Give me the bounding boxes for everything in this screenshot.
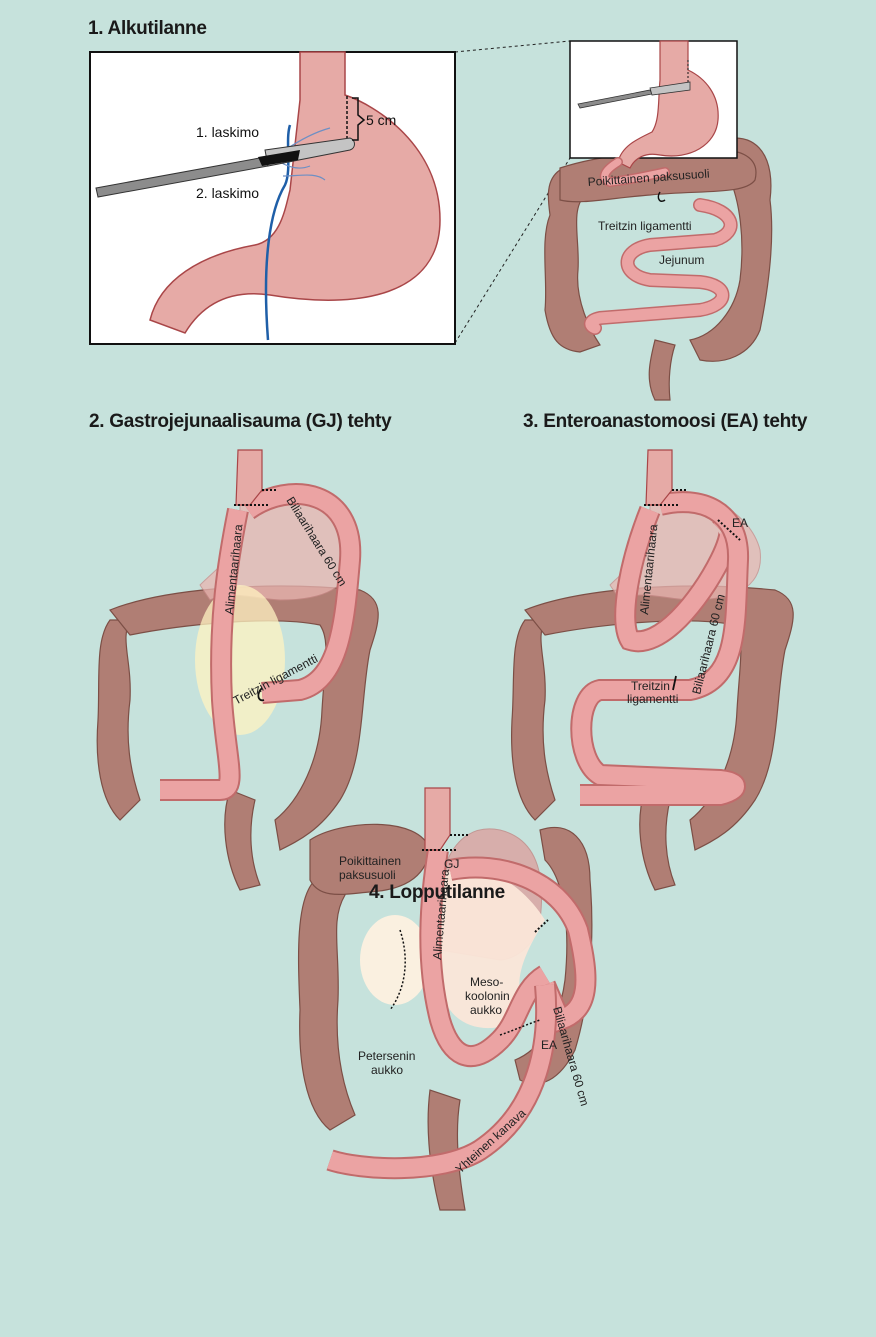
panel-3-diagram: Alimentaarihaara EA Biliaarihaara 60 cm … xyxy=(512,450,794,890)
label-petersen-4b: aukko xyxy=(371,1063,403,1077)
label-colon-4b: paksusuoli xyxy=(339,868,396,882)
label-meso-4a: Meso- xyxy=(470,975,503,989)
label-jejunum: Jejunum xyxy=(659,253,704,267)
label-ea-4: EA xyxy=(541,1038,557,1052)
label-meso-4b: koolonin xyxy=(465,989,510,1003)
label-petersen-4a: Petersenin xyxy=(358,1049,415,1063)
label-colon-4a: Poikittainen xyxy=(339,854,401,868)
panel-2-diagram: Alimentaarihaara Biliaarihaara 60 cm Tre… xyxy=(97,450,378,890)
label-meso-4c: aukko xyxy=(470,1003,502,1017)
inset-panel: 5 cm 1. laskimo 2. laskimo xyxy=(90,52,455,344)
label-treitz-3b: ligamentti xyxy=(627,692,678,706)
colon-4-left xyxy=(299,880,355,1130)
label-gj-4: GJ xyxy=(444,857,459,871)
panel-4-diagram: GJ Alimentaarihaara Poikittainen paksusu… xyxy=(299,788,592,1210)
zoom-connector-top xyxy=(455,41,570,52)
label-common-4: Yhteinen kanava xyxy=(453,1106,529,1176)
label-artery-1: 1. laskimo xyxy=(196,124,259,140)
label-treitz-3a: Treitzin xyxy=(631,679,670,693)
panel-3-title: 3. Enteroanastomoosi (EA) tehty xyxy=(523,411,807,433)
overview-panel-1: Poikittainen paksusuoli Treitzin ligamen… xyxy=(545,41,772,400)
panel-4-title: 4. Lopputilanne xyxy=(369,882,505,904)
label-distance: 5 cm xyxy=(366,112,396,128)
panel-2-title: 2. Gastrojejunaalisauma (GJ) tehty xyxy=(89,411,391,433)
label-treitz-1: Treitzin ligamentti xyxy=(598,219,692,233)
label-artery-2: 2. laskimo xyxy=(196,185,259,201)
label-ea-3: EA xyxy=(732,516,748,530)
